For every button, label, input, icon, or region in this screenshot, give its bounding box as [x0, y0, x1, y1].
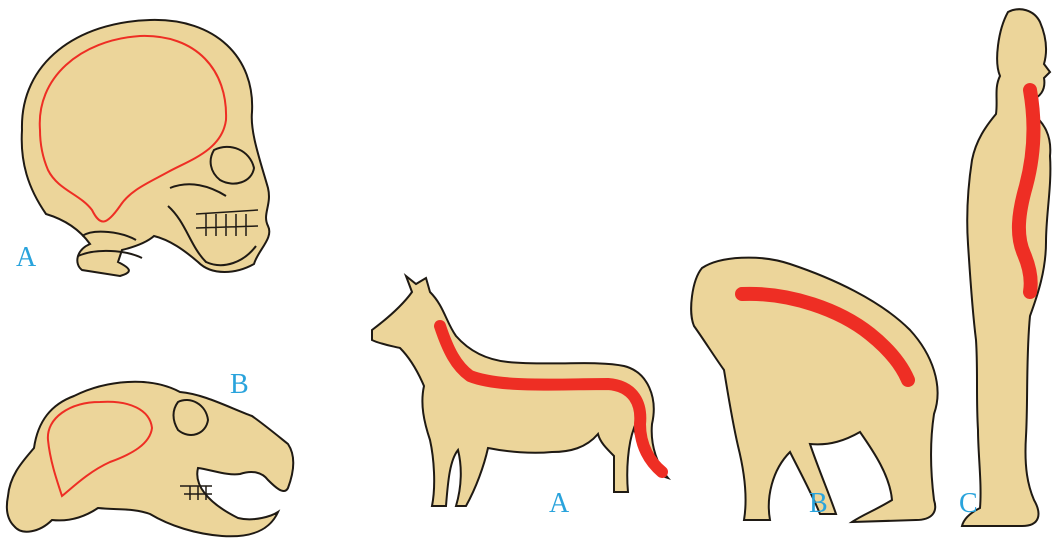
human-skull: [22, 20, 270, 276]
ape-figure: [691, 258, 937, 522]
dog-figure: [372, 276, 668, 506]
label-skull-a: A: [16, 244, 36, 272]
animal-skull: [7, 382, 293, 536]
label-animal-c: C: [959, 490, 978, 518]
human-figure: [962, 9, 1050, 526]
ape-outline: [691, 258, 937, 522]
label-skull-b: B: [230, 371, 249, 399]
label-animal-b: B: [809, 490, 828, 518]
animal-skull-outline: [7, 382, 293, 536]
human-outline: [962, 9, 1050, 526]
label-animal-a: A: [549, 490, 569, 518]
